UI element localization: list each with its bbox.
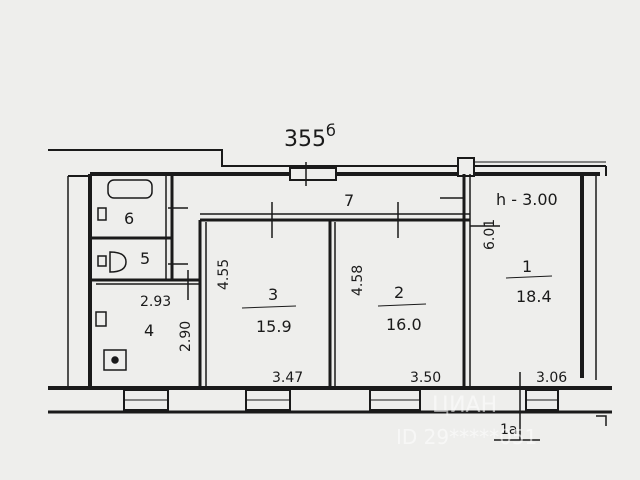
room-2-area: 16.0 — [386, 315, 422, 334]
stove-icon — [103, 349, 127, 371]
watermark-id: ID 29*****051 — [396, 425, 537, 449]
toilet-icon — [97, 251, 127, 273]
dim-room3-width: 3.47 — [272, 370, 303, 386]
dim-room4-width: 2.93 — [140, 294, 171, 310]
room-4-number: 4 — [144, 321, 154, 340]
bathtub-icon — [107, 179, 153, 199]
room-5-number: 5 — [140, 249, 150, 268]
kitchen-sink-icon — [95, 311, 107, 327]
upper-boundary-lines — [48, 149, 607, 176]
room-1-area: 18.4 — [516, 287, 552, 306]
room-3-area: 15.9 — [256, 317, 292, 336]
balcony-label: 1а — [500, 422, 518, 438]
windows — [123, 389, 559, 411]
room-1-number: 1 — [522, 257, 532, 276]
dim-room2-width: 3.50 — [410, 370, 441, 386]
room-3-divider — [241, 305, 297, 309]
room-3-number: 3 — [268, 285, 278, 304]
room-6-number: 6 — [124, 209, 134, 228]
top-openings — [289, 157, 475, 181]
watermark-brand: ЦИАН — [432, 393, 497, 418]
dim-room1-depth: 6.01 — [482, 219, 498, 250]
dim-room1-width: 3.06 — [536, 370, 567, 386]
room-2-number: 2 — [394, 283, 404, 302]
dim-room3-depth: 4.55 — [216, 259, 232, 290]
ceiling-height: h - 3.00 — [496, 190, 558, 209]
sink-icon — [97, 207, 107, 221]
dim-room4-depth: 2.90 — [178, 321, 194, 352]
room-2-divider — [377, 303, 427, 307]
balcony-marker — [494, 372, 540, 441]
dim-room2-depth: 4.58 — [350, 265, 366, 296]
interior-walls — [90, 174, 471, 388]
room-1-divider — [505, 275, 553, 279]
door-marks — [168, 162, 500, 300]
building-number: 355б — [284, 121, 336, 152]
room-7-number: 7 — [344, 191, 354, 210]
balcony-hook — [596, 415, 607, 426]
